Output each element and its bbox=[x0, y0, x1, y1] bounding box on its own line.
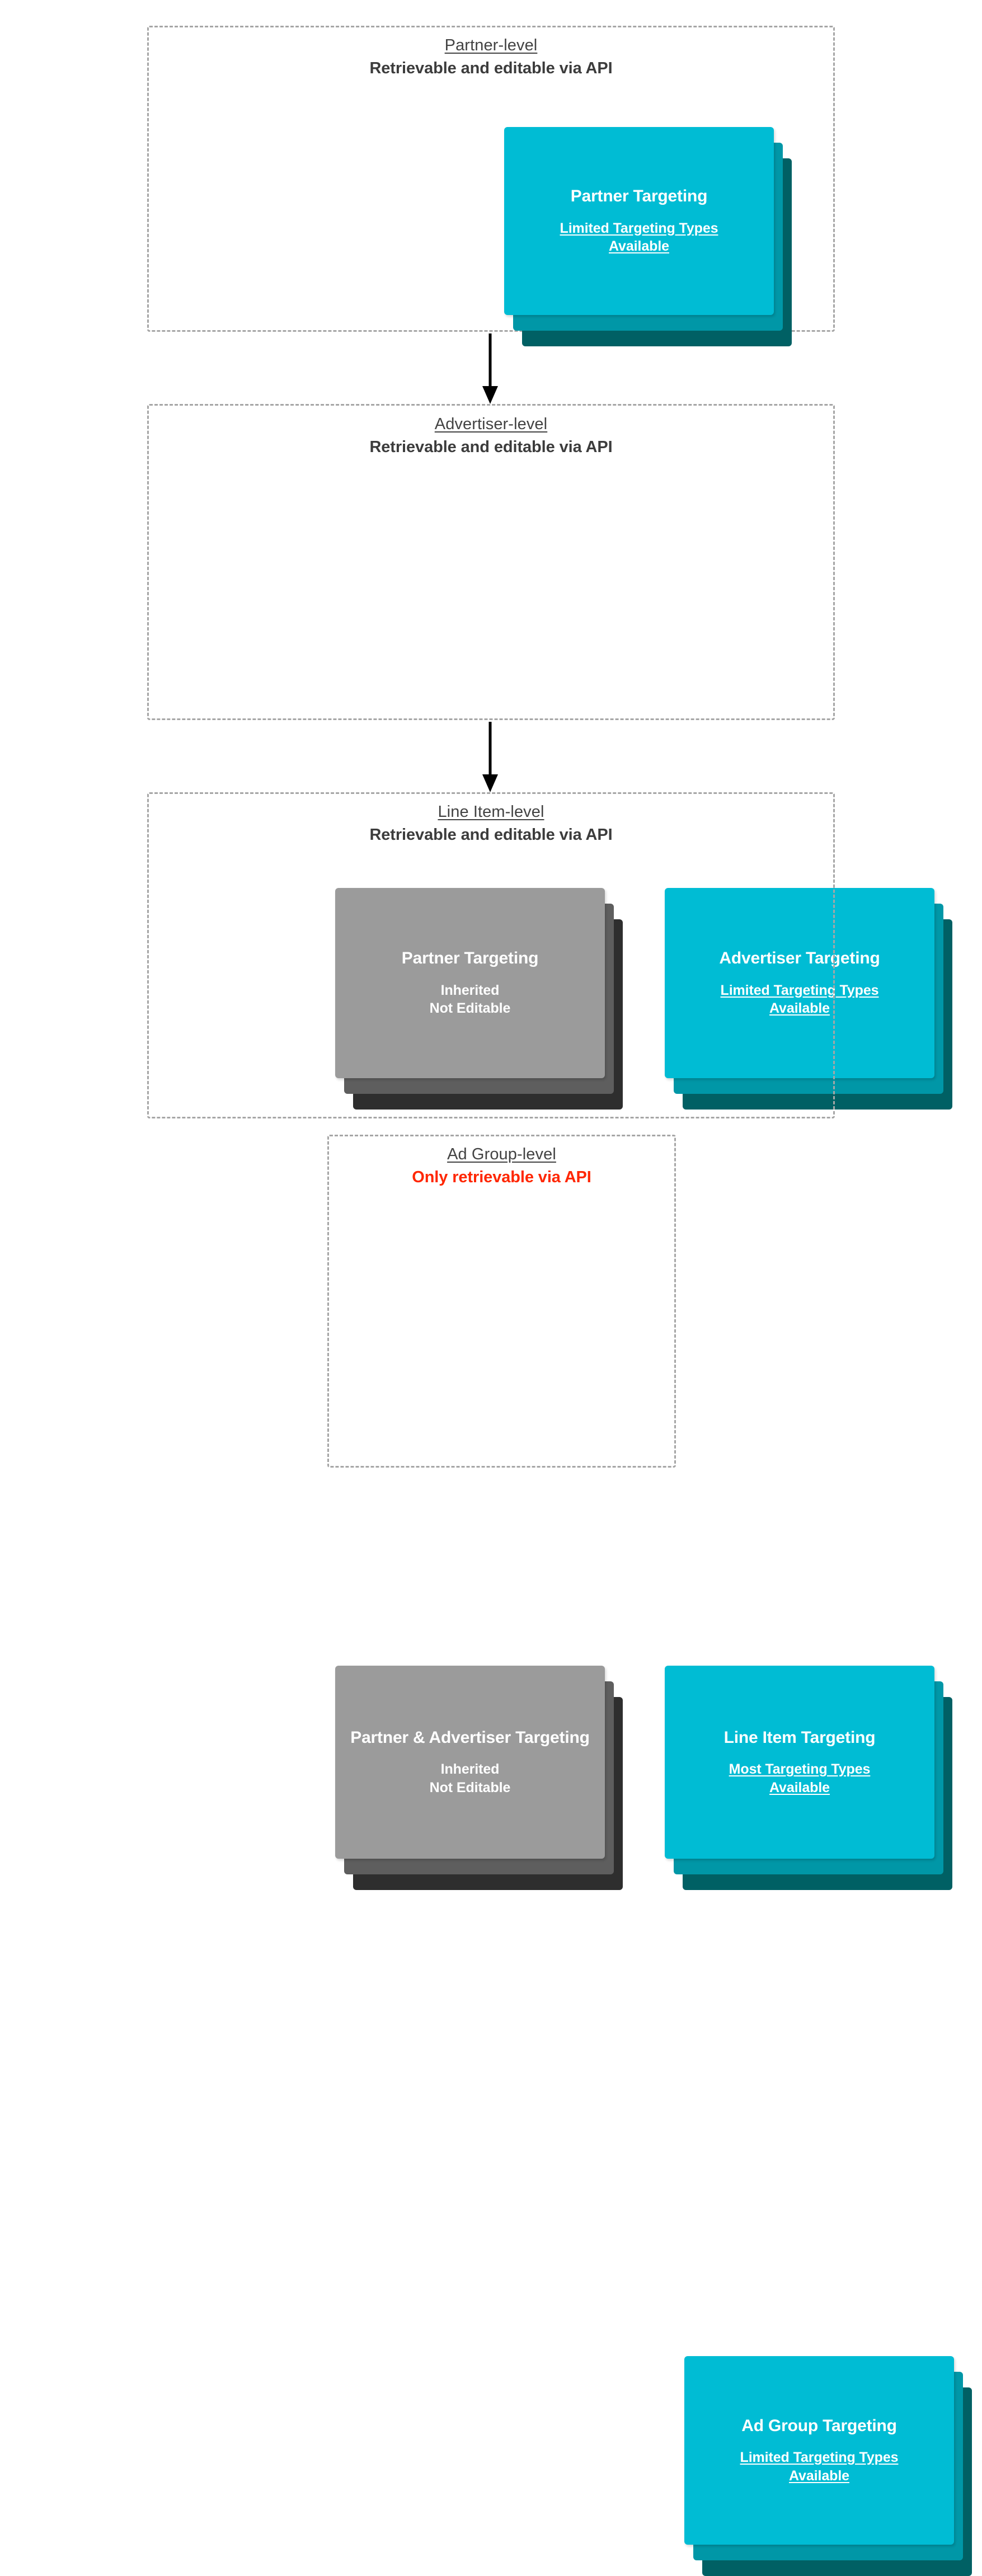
card-stack-advertiser-targeting: Advertiser Targeting Limited Targeting T… bbox=[665, 888, 952, 1110]
card-stack-partner-targeting: Partner Targeting Limited Targeting Type… bbox=[504, 127, 792, 346]
card-layer-front: Partner Targeting Inherited Not Editable bbox=[335, 888, 605, 1078]
arrow-partner-to-advertiser-icon bbox=[482, 333, 498, 404]
level-subtitle-adgroup: Only retrievable via API bbox=[412, 1168, 591, 1187]
card-stack-lineitem-targeting: Line Item Targeting Most Targeting Types… bbox=[665, 1666, 952, 1890]
card-title: Partner & Advertiser Targeting bbox=[350, 1728, 590, 1747]
level-subtitle-lineitem: Retrievable and editable via API bbox=[369, 826, 613, 844]
card-note-line2: Available bbox=[609, 238, 669, 255]
card-note-line1: Limited Targeting Types bbox=[560, 220, 718, 236]
card-layer-front: Advertiser Targeting Limited Targeting T… bbox=[665, 888, 934, 1078]
level-section-advertiser: Advertiser-level Retrievable and editabl… bbox=[147, 404, 952, 1110]
card-note: Limited Targeting Types Available bbox=[740, 2448, 899, 2485]
card-title: Partner Targeting bbox=[570, 187, 708, 206]
card-note-line1: Inherited bbox=[440, 982, 500, 998]
level-title-adgroup: Ad Group-level bbox=[447, 1145, 556, 1163]
card-note: Limited Targeting Types Available bbox=[721, 981, 879, 1018]
card-note: Inherited Not Editable bbox=[430, 1760, 511, 1797]
level-heading-partner: Partner-level Retrievable and editable v… bbox=[149, 35, 833, 79]
card-stack-advertiser-inherited: Partner Targeting Inherited Not Editable bbox=[335, 888, 623, 1110]
card-note-line2: Available bbox=[789, 2467, 849, 2484]
level-section-lineitem: Line Item-level Retrievable and editable… bbox=[147, 792, 952, 1890]
card-note: Limited Targeting Types Available bbox=[560, 219, 718, 256]
card-note-line2: Not Editable bbox=[429, 1779, 511, 1795]
level-heading-lineitem: Line Item-level Retrievable and editable… bbox=[149, 802, 833, 845]
level-heading-adgroup: Ad Group-level Only retrievable via API bbox=[329, 1144, 674, 1188]
level-title-advertiser: Advertiser-level bbox=[434, 415, 548, 433]
card-layer-front: Ad Group Targeting Limited Targeting Typ… bbox=[684, 2356, 954, 2545]
card-note-line1: Inherited bbox=[440, 1761, 500, 1778]
card-stack-adgroup-targeting: Ad Group Targeting Limited Targeting Typ… bbox=[684, 2356, 972, 2576]
card-note: Most Targeting Types Available bbox=[729, 1760, 871, 1797]
card-layer-front: Partner & Advertiser Targeting Inherited… bbox=[335, 1666, 605, 1859]
level-heading-advertiser: Advertiser-level Retrievable and editabl… bbox=[149, 414, 833, 458]
card-title: Line Item Targeting bbox=[723, 1728, 876, 1747]
card-note: Inherited Not Editable bbox=[430, 981, 511, 1018]
card-title: Partner Targeting bbox=[401, 949, 539, 968]
level-title-partner: Partner-level bbox=[444, 36, 538, 54]
level-section-partner: Partner-level Retrievable and editable v… bbox=[147, 26, 835, 346]
card-note-line2: Available bbox=[769, 1779, 830, 1795]
level-subtitle-advertiser: Retrievable and editable via API bbox=[369, 438, 613, 457]
level-section-adgroup: Ad Group-level Only retrievable via API … bbox=[327, 1135, 972, 2576]
card-note-line1: Most Targeting Types bbox=[729, 1761, 871, 1778]
card-layer-front: Partner Targeting Limited Targeting Type… bbox=[504, 127, 774, 315]
card-note-line2: Available bbox=[769, 1000, 830, 1017]
diagram-canvas: Partner-level Retrievable and editable v… bbox=[147, 26, 972, 2576]
card-layer-front: Line Item Targeting Most Targeting Types… bbox=[665, 1666, 934, 1859]
level-subtitle-partner: Retrievable and editable via API bbox=[369, 59, 613, 78]
card-note-line1: Limited Targeting Types bbox=[740, 2450, 899, 2466]
card-title: Ad Group Targeting bbox=[741, 2416, 897, 2435]
card-stack-lineitem-inherited: Partner & Advertiser Targeting Inherited… bbox=[335, 1666, 623, 1890]
level-title-lineitem: Line Item-level bbox=[438, 803, 544, 821]
card-note-line1: Limited Targeting Types bbox=[720, 982, 879, 998]
card-title: Advertiser Targeting bbox=[719, 949, 880, 968]
card-note-line2: Not Editable bbox=[429, 1000, 511, 1017]
arrow-advertiser-to-lineitem-icon bbox=[482, 722, 498, 792]
